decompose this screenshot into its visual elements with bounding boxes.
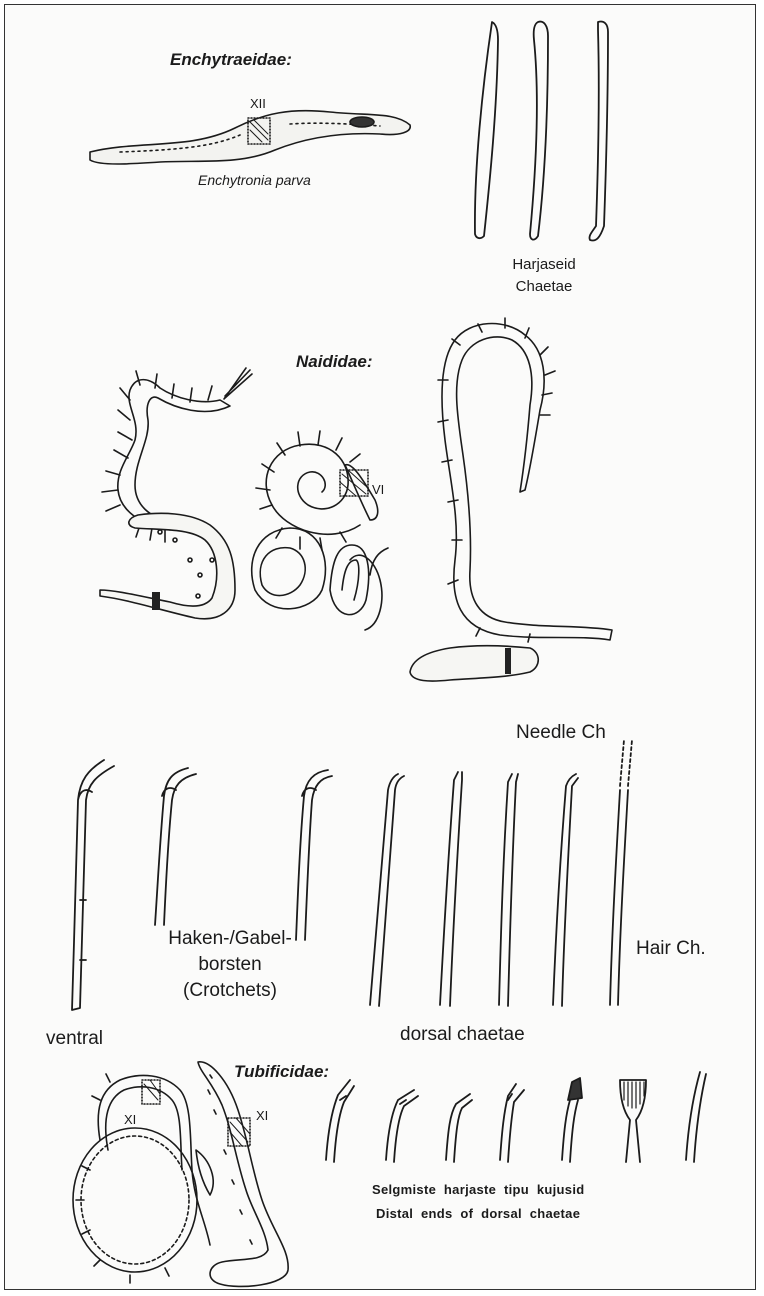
crotchets-label-line3: (Crotchets)	[140, 980, 320, 1002]
hair-chaetae-label: Hair Ch.	[636, 938, 706, 960]
tubificid-chaeta-tip-6-drawing	[620, 1080, 646, 1162]
naididae-segment-label: VI	[372, 482, 384, 497]
enchytronia-worm-drawing	[90, 111, 410, 164]
dorsal-chaeta-2-drawing	[440, 772, 462, 1006]
ventral-crotchet-1-drawing	[72, 760, 114, 1010]
naidid-worm-5-coiled-drawing	[252, 528, 388, 630]
crotchet-2-drawing	[155, 768, 196, 925]
crotchets-label-line1: Haken-/Gabel-	[140, 928, 320, 950]
tubificidae-caption-line2: Distal ends of dorsal chaetae	[376, 1206, 580, 1221]
tubificid-chaeta-tip-7-drawing	[686, 1072, 706, 1162]
tubificid-chaeta-tip-4-drawing	[500, 1084, 524, 1162]
dorsal-chaeta-1-drawing	[370, 774, 404, 1006]
tubificid-chaeta-tip-3-drawing	[446, 1094, 472, 1162]
tubificidae-segment-label-left: XI	[124, 1112, 136, 1127]
dorsal-chaeta-4-drawing	[553, 774, 578, 1006]
dorsal-chaeta-3-drawing	[499, 774, 518, 1006]
tubificidae-segment-label-right: XI	[256, 1108, 268, 1123]
tubificid-chaeta-tip-5-drawing	[562, 1078, 582, 1162]
naidid-worm-3-long-drawing	[438, 318, 612, 642]
tubificid-chaeta-tip-2-drawing	[386, 1090, 418, 1162]
naididae-family-label: Naididae:	[296, 352, 373, 372]
tubificidae-family-label: Tubificidae:	[234, 1062, 329, 1082]
enchytronia-species-label: Enchytronia parva	[198, 172, 311, 188]
needle-chaetae-label: Needle Ch	[516, 722, 606, 744]
enchytraeid-chaetae-label-line1: Harjaseid	[494, 256, 594, 273]
dorsal-chaetae-label: dorsal chaetae	[400, 1024, 525, 1046]
enchytraeid-chaetae-drawing	[475, 21, 608, 240]
ventral-label: ventral	[46, 1028, 103, 1050]
crotchets-label-line2: borsten	[140, 954, 320, 976]
crotchet-3-drawing	[296, 770, 332, 940]
naidid-worm-6-drawing	[410, 646, 538, 681]
tubificidae-caption-line1: Selgmiste harjaste tipu kujusid	[372, 1182, 584, 1197]
enchytraeidae-segment-label: XII	[250, 96, 266, 111]
naidid-worm-4-drawing	[100, 513, 235, 618]
tubificid-chaeta-tip-1-drawing	[326, 1080, 354, 1162]
hair-chaeta-drawing	[610, 740, 632, 1005]
enchytraeid-chaetae-label-line2: Chaetae	[494, 278, 594, 295]
tubificid-worm-loop-drawing	[73, 1074, 213, 1283]
enchytraeidae-family-label: Enchytraeidae:	[170, 50, 292, 70]
